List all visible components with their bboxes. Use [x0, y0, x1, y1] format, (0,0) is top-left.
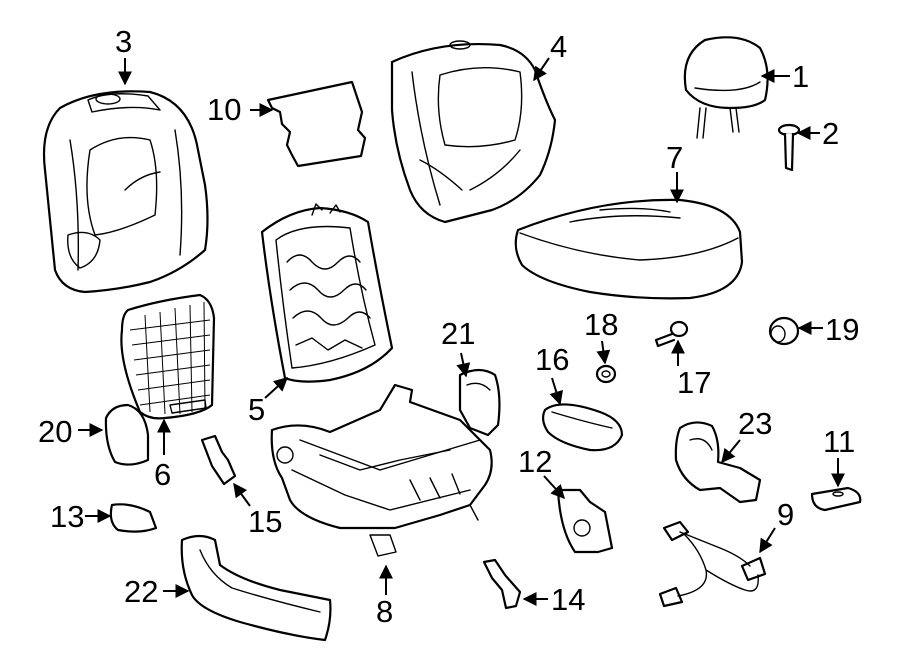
callout-23: 23	[738, 406, 772, 441]
callout-9: 9	[777, 497, 794, 532]
part-16-armrest[interactable]	[541, 403, 624, 452]
part-23-recliner[interactable]	[674, 421, 762, 504]
leader-lines	[78, 57, 845, 606]
leader-18	[596, 340, 611, 365]
callout-13: 13	[50, 499, 84, 534]
part-12-bracket[interactable]	[556, 488, 614, 554]
part-22-side-shield[interactable]	[180, 534, 332, 642]
callout-19: 19	[825, 312, 859, 347]
callout-3: 3	[115, 24, 132, 59]
part-8-seat-frame[interactable]	[270, 383, 493, 557]
callout-2: 2	[822, 116, 839, 151]
callout-7: 7	[666, 140, 683, 175]
callout-4: 4	[550, 29, 567, 64]
part-11-knob[interactable]	[810, 486, 862, 512]
callout-16: 16	[535, 342, 569, 377]
callout-18: 18	[584, 307, 618, 342]
part-7-seat-cushion[interactable]	[514, 198, 744, 300]
leader-15	[233, 482, 251, 507]
callout-8: 8	[376, 594, 393, 629]
part-9-wiring-harness[interactable]	[658, 520, 767, 608]
callout-12: 12	[518, 444, 552, 479]
leader-5	[264, 377, 289, 399]
callout-22: 22	[124, 574, 158, 609]
callout-20: 20	[38, 414, 72, 449]
callout-10: 10	[207, 92, 241, 127]
part-14-bracket[interactable]	[482, 558, 522, 610]
part-2-headrest-guide[interactable]	[777, 123, 801, 172]
part-4-seatback-cover[interactable]	[390, 40, 557, 224]
leader-9	[759, 527, 776, 554]
part-17-bolt[interactable]	[654, 320, 689, 348]
leader-4	[533, 57, 550, 82]
leader-21	[456, 352, 471, 378]
leader-23	[721, 439, 741, 464]
part-18-washer[interactable]	[595, 364, 617, 384]
part-3-seatback-cover[interactable]	[42, 90, 209, 294]
callout-21: 21	[441, 316, 475, 351]
leader-16	[549, 377, 563, 406]
callout-1: 1	[792, 59, 809, 94]
callout-14: 14	[551, 582, 585, 617]
part-19-bushing[interactable]	[768, 316, 800, 346]
part-20-trim-cover[interactable]	[104, 403, 150, 466]
callout-6: 6	[154, 457, 171, 492]
callout-17: 17	[677, 365, 711, 400]
callout-11: 11	[823, 424, 855, 459]
leader-12	[543, 475, 565, 500]
callout-15: 15	[248, 504, 282, 539]
part-10-pad[interactable]	[266, 80, 367, 168]
callout-5: 5	[248, 392, 265, 427]
part-1-headrest[interactable]	[683, 36, 769, 139]
part-6-lumbar-support[interactable]	[120, 293, 216, 420]
part-15-bracket[interactable]	[200, 434, 237, 486]
part-13-cover[interactable]	[109, 503, 158, 533]
part-5-seatback-frame[interactable]	[260, 203, 394, 383]
callout-labels: 1 2 3 4 5 6 7 8 9 10 11 12 13 14 15 16 1…	[38, 24, 859, 629]
part-21-side-shield[interactable]	[458, 368, 501, 437]
